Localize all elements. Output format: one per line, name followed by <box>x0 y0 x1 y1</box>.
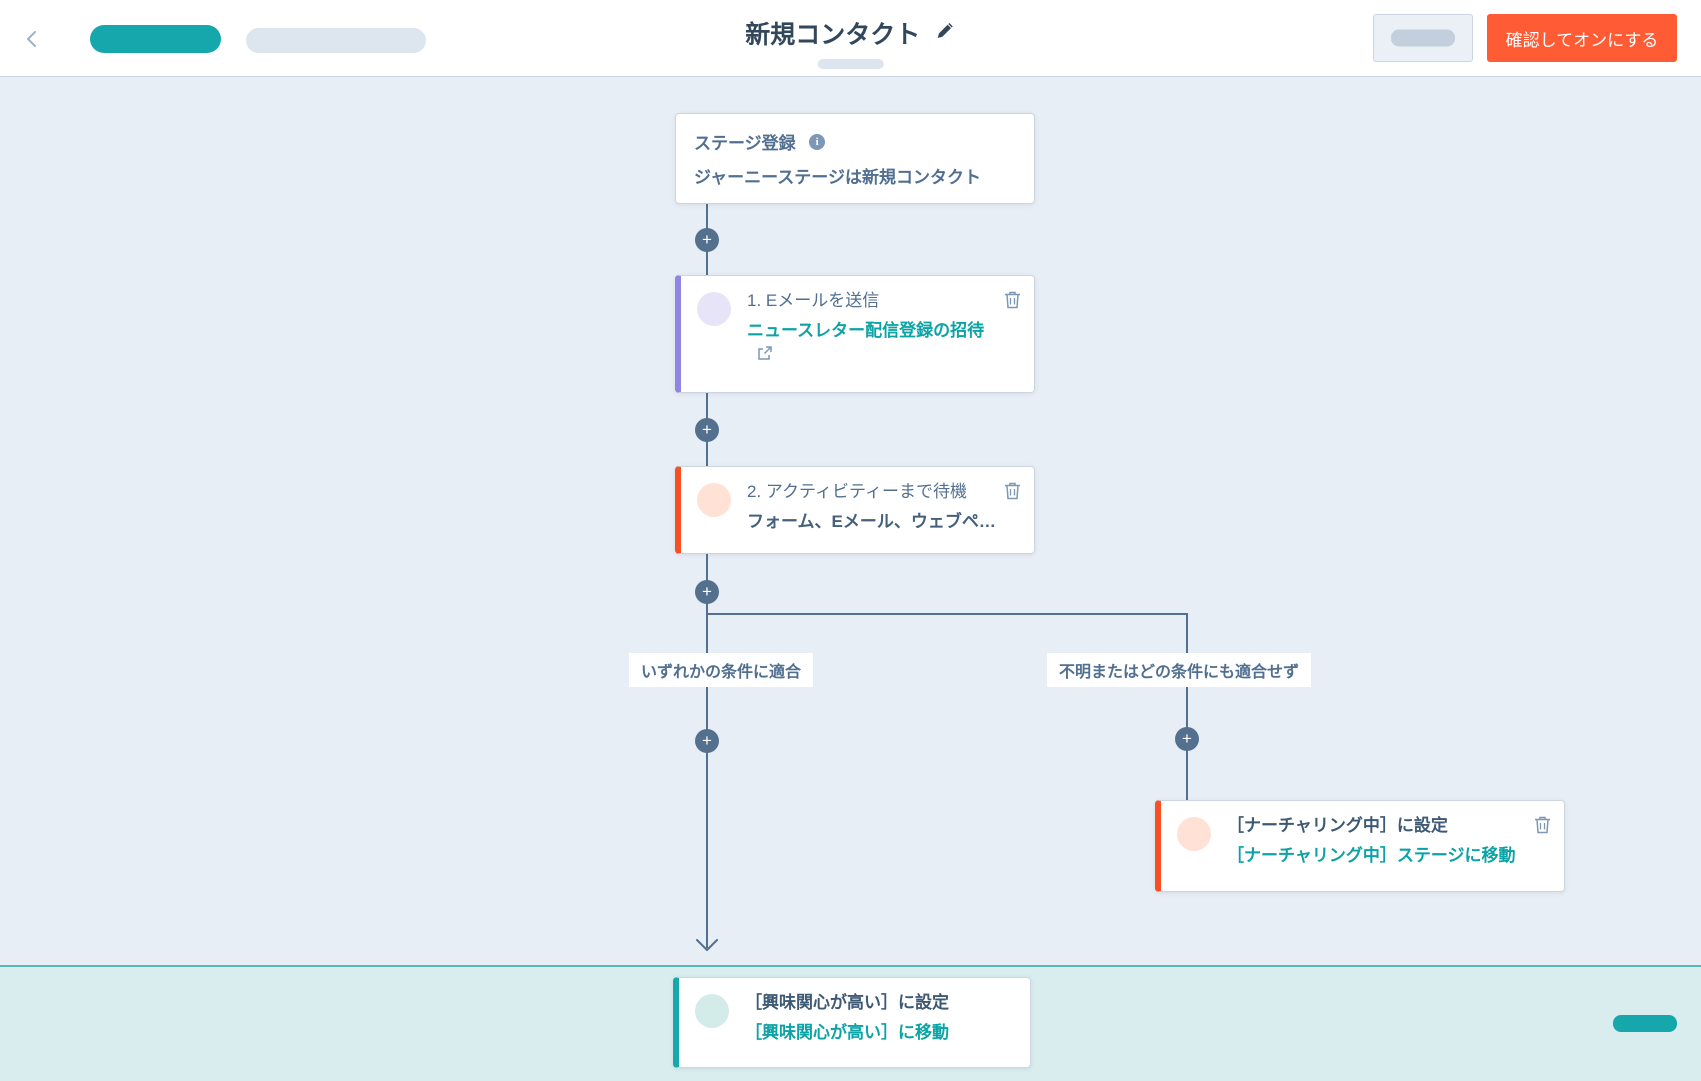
arrow-down-icon <box>696 939 718 957</box>
add-action-button[interactable]: + <box>695 228 719 252</box>
chevron-left-icon <box>27 31 36 47</box>
enrollment-trigger-card[interactable]: ステージ登録 i ジャーニーステージは新規コンタクト <box>675 113 1035 204</box>
top-header: 新規コンタクト 確認してオンにする <box>0 0 1701 77</box>
header-gray-placeholder <box>246 28 426 53</box>
trash-icon <box>1005 482 1020 500</box>
trash-icon <box>1005 291 1020 309</box>
action-type-icon <box>697 483 731 517</box>
delete-action-button[interactable] <box>1004 290 1021 309</box>
title-subtext-placeholder <box>817 59 884 69</box>
delete-action-button[interactable] <box>1534 815 1551 834</box>
action-title: 2. アクティビティーまで待機 <box>747 482 968 501</box>
action-card-send-email[interactable]: 1. Eメールを送信 ニュースレター配信登録の招待 <box>675 275 1035 393</box>
branch-label-no-match: 不明またはどの条件にも適合せず <box>1047 653 1312 687</box>
trash-icon <box>1535 816 1550 834</box>
enrollment-description: ジャーニーステージは新規コンタクト <box>694 168 981 187</box>
action-type-icon <box>697 292 731 326</box>
goal-footer-button-placeholder[interactable] <box>1613 1015 1677 1032</box>
goal-section: ［興味関心が高い］に設定 ［興味関心が高い］に移動 <box>0 965 1701 1081</box>
edit-title-pencil-icon[interactable] <box>935 20 956 46</box>
action-card-wait-activity[interactable]: 2. アクティビティーまで待機 フォーム、Eメール、ウェブペ… <box>675 466 1035 554</box>
goal-stage-link[interactable]: ［興味関心が高い］に移動 <box>745 1023 949 1042</box>
info-icon[interactable]: i <box>809 133 826 150</box>
add-action-button-left-branch[interactable]: + <box>695 729 719 753</box>
workflow-title-block: 新規コンタクト <box>745 15 955 69</box>
add-action-button[interactable]: + <box>695 580 719 604</box>
action-title: 1. Eメールを送信 <box>747 291 880 310</box>
delete-action-button[interactable] <box>1004 481 1021 500</box>
action-card-set-nurturing[interactable]: ［ナーチャリング中］に設定 ［ナーチャリング中］ステージに移動 <box>1155 800 1565 892</box>
enrollment-title: ステージ登録 <box>694 134 796 153</box>
action-title: ［ナーチャリング中］に設定 <box>1227 816 1448 835</box>
branch-right-line <box>1186 613 1188 800</box>
goal-type-icon <box>695 994 729 1028</box>
add-action-button-right-branch[interactable]: + <box>1175 727 1199 751</box>
back-button[interactable] <box>24 30 42 48</box>
action-type-icon <box>1177 817 1211 851</box>
secondary-button-label-placeholder <box>1391 29 1455 47</box>
secondary-header-button[interactable] <box>1373 14 1473 62</box>
stage-link[interactable]: ［ナーチャリング中］ステージに移動 <box>1227 846 1516 865</box>
workflow-canvas: ステージ登録 i ジャーニーステージは新規コンタクト + + + + + 1. … <box>0 77 1701 965</box>
external-link-icon <box>757 343 772 368</box>
branch-horizontal-line <box>706 613 1188 615</box>
review-and-turn-on-button[interactable]: 確認してオンにする <box>1487 14 1677 62</box>
add-action-button[interactable]: + <box>695 418 719 442</box>
header-teal-toggle-placeholder[interactable] <box>90 25 221 53</box>
branch-left-line <box>706 613 708 948</box>
email-asset-link[interactable]: ニュースレター配信登録の招待 <box>747 318 987 368</box>
action-detail: フォーム、Eメール、ウェブペ… <box>747 512 996 531</box>
goal-title: ［興味関心が高い］に設定 <box>745 993 949 1012</box>
branch-label-match: いずれかの条件に適合 <box>629 653 814 687</box>
page-title: 新規コンタクト <box>745 21 921 49</box>
goal-card-set-high-interest[interactable]: ［興味関心が高い］に設定 ［興味関心が高い］に移動 <box>673 977 1031 1068</box>
